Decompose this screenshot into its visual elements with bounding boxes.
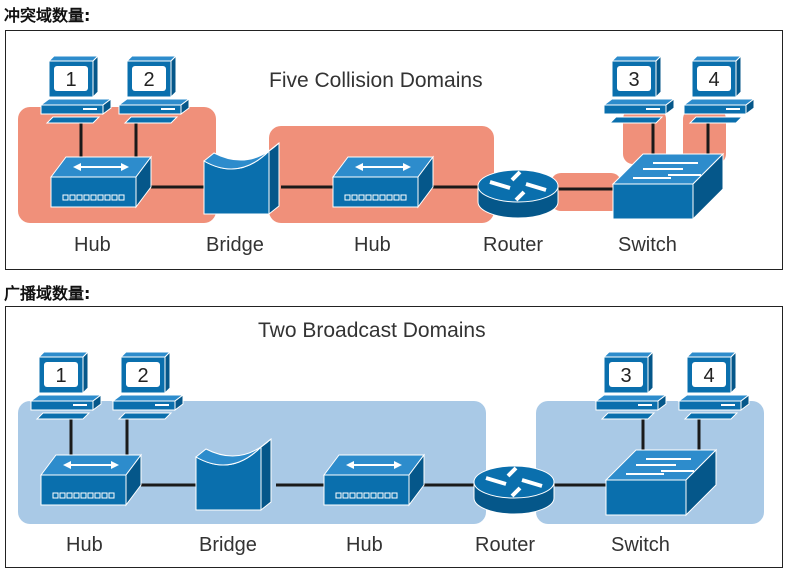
label-router: Router: [475, 534, 535, 556]
pc-1: 1: [39, 54, 113, 124]
label-hub1: Hub: [74, 234, 111, 256]
pc-number: 4: [708, 69, 719, 91]
bridge-icon: [195, 437, 272, 512]
pc-number: 2: [143, 69, 154, 91]
label-bridge: Bridge: [199, 534, 257, 556]
label-hub1: Hub: [66, 534, 103, 556]
pc-2: 2: [111, 350, 185, 420]
collision-diagram: Five Collision Domains 1 2 3 4 Hub Bridge H…: [18, 54, 756, 256]
label-hub2: Hub: [346, 534, 383, 556]
collision-heading: 冲突域数量:: [4, 6, 91, 25]
pc-number: 1: [65, 69, 76, 91]
switch-icon: [611, 152, 725, 221]
pc-3: 3: [594, 350, 668, 420]
pc-number: 2: [137, 365, 148, 387]
hub-icon: [332, 155, 434, 209]
collision-panel: Five Collision Domains 1 2 3 4 Hub Bridge H…: [5, 30, 783, 270]
pc-4: 4: [677, 350, 751, 420]
bridge-icon: [203, 141, 280, 216]
domain-router-switch: [551, 173, 621, 211]
broadcast-heading: 广播域数量:: [4, 284, 91, 303]
pc-1: 1: [29, 350, 103, 420]
devices: 1 2 3 4: [39, 54, 756, 221]
diagram-title: Two Broadcast Domains: [258, 319, 486, 342]
label-bridge: Bridge: [206, 234, 264, 256]
pc-number: 3: [620, 365, 631, 387]
label-hub2: Hub: [354, 234, 391, 256]
label-switch: Switch: [618, 234, 677, 256]
switch-icon: [604, 448, 718, 517]
pc-4: 4: [682, 54, 756, 124]
pc-number: 1: [55, 365, 66, 387]
broadcast-diagram: Two Broadcast Domains 1 2 3 4 Hub Bridge Hu…: [18, 319, 764, 556]
broadcast-panel: Two Broadcast Domains 1 2 3 4 Hub Bridge Hu…: [5, 306, 783, 568]
router-icon: [473, 465, 555, 515]
pc-3: 3: [602, 54, 676, 124]
pc-2: 2: [117, 54, 191, 124]
devices: 1 2 3 4: [29, 350, 751, 517]
diagram-title: Five Collision Domains: [269, 69, 483, 92]
hub-icon: [50, 155, 152, 209]
label-router: Router: [483, 234, 543, 256]
hub-icon: [40, 453, 142, 507]
hub-icon: [323, 453, 425, 507]
router-icon: [477, 169, 559, 219]
pc-number: 4: [703, 365, 714, 387]
pc-number: 3: [628, 69, 639, 91]
label-switch: Switch: [611, 534, 670, 556]
